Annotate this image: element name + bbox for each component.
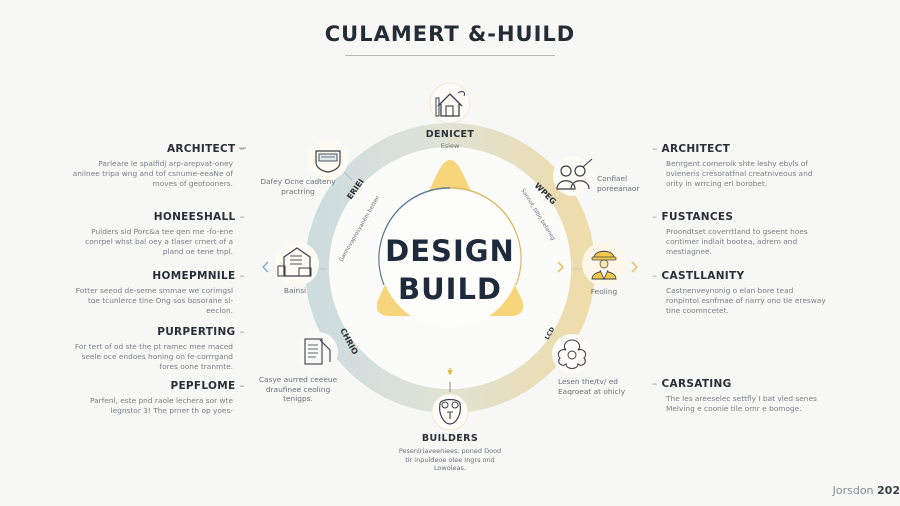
- left-item-homepmnile: HOMEPMNILE – Fotter seeod de-seme smmae …: [70, 270, 245, 316]
- node-lower-right-label: Lesen the/tv/ ed Eaqroeat at ohicly: [558, 377, 626, 396]
- left-item-heading: ARCHITECT: [166, 143, 236, 155]
- center-title-line2: BUILD: [398, 272, 502, 306]
- node-upper-left-label: Dafey Ocne cadteny practring: [260, 177, 336, 196]
- arrow-down-icon: [447, 368, 453, 376]
- node-bottom-title: BUILDERS: [421, 433, 479, 444]
- people-icon: [553, 156, 593, 196]
- node-lower-left-label: Casye aurred ceeeue draufinee ceoling te…: [258, 375, 338, 403]
- document-icon: [298, 332, 338, 372]
- center-circle: [380, 188, 520, 328]
- center-title-line1: DESIGN: [385, 234, 515, 268]
- left-item-body: Parleare le spalfidj arp-arepvat-oney an…: [72, 159, 233, 188]
- left-item-pepflome: PEPFLOME – Parfenl, este pnd raole leche…: [70, 380, 245, 416]
- left-item-body: Pulders sid Porc&a tee qen me -fo-ene co…: [85, 227, 233, 256]
- right-item-heading: FUSTANCES: [661, 211, 734, 223]
- right-item-body: Proondtset coverrtland to gseent hoes co…: [666, 227, 808, 256]
- left-item-body: For tert of od ste the pt ramec mee mace…: [74, 342, 233, 371]
- node-upper-right-label: Confiael poreeanaor: [597, 174, 640, 193]
- node-top-title: DENICET: [425, 129, 475, 140]
- right-item-heading: ARCHITECT: [661, 143, 731, 155]
- left-item-heading: HOMEPMNILE: [152, 270, 236, 282]
- right-item-heading: CASTLLANITY: [661, 270, 745, 282]
- chevron-right-icon: [557, 261, 565, 273]
- node-left-label: Bainsi: [283, 286, 307, 295]
- right-item-body: Castnenveynonig o elan bore tead ronpint…: [666, 286, 826, 315]
- right-item-fustances: – FUSTANCES Proondtset coverrtland to gs…: [652, 211, 827, 257]
- left-item-architect: ARCHITECT – Parleare le spalfidj arp-are…: [70, 143, 245, 189]
- footer-credit: Jorsdon 202: [833, 484, 900, 497]
- worker-icon: [582, 242, 626, 286]
- right-item-heading: CARSATING: [661, 378, 732, 390]
- page-title: CULAMERT &-HUILD: [324, 22, 576, 46]
- right-item-body: The les areeselec settfly I bat vled sen…: [666, 394, 817, 413]
- builder-head-icon: [431, 393, 469, 431]
- node-top-subtitle: Esiew: [440, 142, 460, 150]
- left-item-body: Fotter seeod de-seme smmae we corimgsl t…: [75, 286, 233, 315]
- chevron-right-icon-2: [631, 261, 639, 273]
- node-right-label: Feoling: [590, 287, 618, 296]
- house-icon: [429, 82, 471, 124]
- center-title: DESIGN BUILD: [380, 232, 520, 308]
- footer-year: 202: [877, 484, 900, 497]
- collaboration-flower-icon: [552, 334, 592, 374]
- footer-author: Jorsdon: [832, 484, 874, 497]
- left-item-heading: PURPERTING: [157, 326, 236, 338]
- title-divider: [345, 55, 555, 56]
- left-item-heading: PEPFLOME: [170, 380, 236, 392]
- chevron-left-icon: [261, 261, 269, 273]
- left-item-honeeshall: HONEESHALL – Pulders sid Porc&a tee qen …: [70, 211, 245, 257]
- right-item-architect: – ARCHITECT Benrgent comeroik shte leshy…: [652, 143, 827, 189]
- right-item-body: Benrgent comeroik shte leshy ebvls of ov…: [666, 159, 813, 188]
- left-item-purperting: PURPERTING – For tert of od ste the pt r…: [70, 326, 245, 372]
- blueprint-icon: [308, 140, 348, 180]
- right-item-castllanity: – CASTLLANITY Castnenveynonig o elan bor…: [652, 270, 826, 315]
- building-icon: [275, 242, 319, 286]
- right-item-carsating: – CARSATING The les areeselec settfly I …: [652, 378, 827, 414]
- left-item-heading: HONEESHALL: [153, 211, 236, 223]
- left-item-body: Parfenl, este pnd raole lechera sor wte …: [90, 396, 233, 415]
- node-bottom-label: Pesenlriaveeniees: poned Dood tir inpuld…: [398, 447, 502, 472]
